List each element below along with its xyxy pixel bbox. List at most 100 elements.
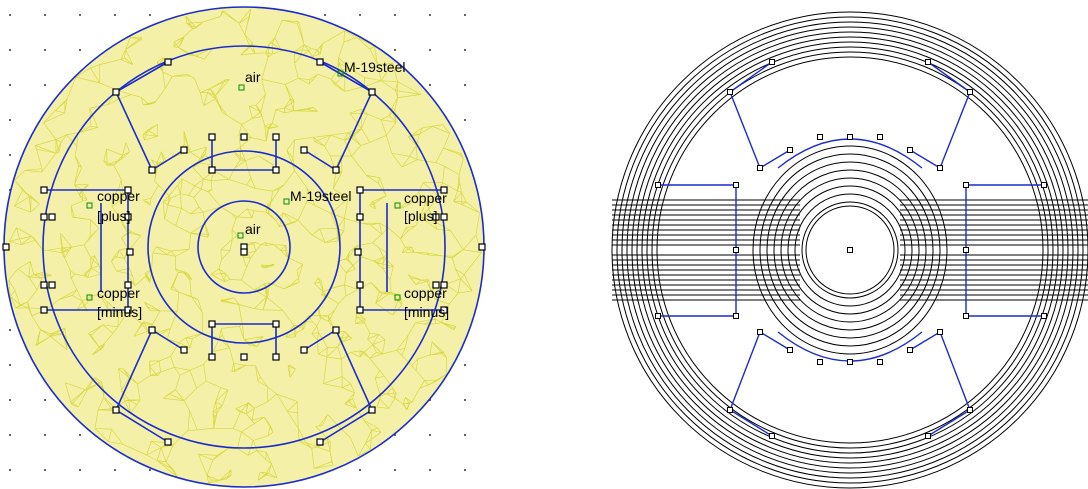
label-steel-mid: M-19steel (290, 188, 351, 204)
mesh-node (272, 166, 280, 174)
mesh-node (48, 281, 56, 289)
grid-dot (114, 14, 116, 16)
mesh-node (164, 58, 172, 66)
grid-dot (44, 399, 46, 401)
mesh-node (40, 306, 48, 314)
flux-ring (611, 11, 1088, 489)
mesh-node (40, 281, 48, 289)
grid-dot (324, 14, 326, 16)
flux-geometry-nodes (655, 59, 1047, 439)
triangle-mesh (8, 8, 482, 484)
mesh-node (240, 353, 248, 361)
grid-dot (114, 469, 116, 471)
stator-inner-boundary (100, 203, 388, 292)
mesh-nodes (2, 58, 486, 446)
stator-yoke-circle (42, 45, 446, 449)
mesh-node (356, 306, 364, 314)
geometry-node (757, 329, 763, 335)
grid-dot (394, 49, 396, 51)
mesh-node (48, 213, 56, 221)
shaft-circle (197, 200, 291, 294)
mesh-node (300, 346, 308, 354)
grid-dot (44, 84, 46, 86)
grid-dot (149, 14, 151, 16)
mesh-node (112, 406, 120, 414)
geometry-node (963, 247, 969, 253)
mesh-node (432, 281, 440, 289)
grid-dot (9, 399, 11, 401)
grid-dot (9, 154, 11, 156)
mesh-node (332, 326, 340, 334)
grid-dot (359, 14, 361, 16)
flux-rotor-ring (787, 185, 913, 315)
flux-ring (656, 56, 1044, 444)
grid-dot (9, 84, 11, 86)
mesh-node (272, 353, 280, 361)
mesh-node (208, 133, 216, 141)
mesh-node (440, 213, 448, 221)
mesh-node (180, 346, 188, 354)
stator-tooth-bottom-right (303, 328, 374, 443)
flux-ring (641, 41, 1059, 459)
label-marker (238, 84, 245, 91)
grid-dot (429, 469, 431, 471)
geometry-node (847, 247, 853, 253)
mesh-node (368, 406, 376, 414)
grid-dot (464, 49, 466, 51)
label-copper-left-minus-sub: [minus] (97, 304, 142, 320)
mesh-node (272, 133, 280, 141)
label-air-center: air (245, 221, 261, 237)
grid-dot (464, 434, 466, 436)
grid-dot (464, 469, 466, 471)
geometry-node (727, 89, 733, 95)
stator-tooth-bottom-left (114, 328, 185, 443)
flux-rotor-ring (766, 161, 934, 339)
mesh-node (240, 248, 248, 256)
label-steel-top: M-19steel (344, 59, 405, 75)
mesh-node (124, 306, 132, 314)
grid-dot (429, 14, 431, 16)
grid-dot (9, 14, 11, 16)
geometry-node (655, 182, 661, 188)
mesh-node (180, 146, 188, 154)
flux-ring (636, 36, 1064, 464)
label-copper-right-minus: copper (404, 285, 447, 301)
grid-dot (9, 329, 11, 331)
flux-ring (646, 46, 1054, 454)
geometry-node (733, 313, 739, 319)
flux-ring (631, 31, 1069, 469)
flux-rotor-ring (794, 193, 906, 307)
rotor-pole-bottom (211, 323, 277, 357)
mesh-node (272, 320, 280, 328)
mesh-node (316, 438, 324, 446)
mesh-node (126, 248, 134, 256)
mesh-node (440, 186, 448, 194)
grid-dot (464, 399, 466, 401)
stator-tooth-top-left (114, 61, 185, 172)
flux-rotor-ring (801, 201, 899, 299)
geometry-node (733, 182, 739, 188)
flux-ring (616, 16, 1084, 484)
geometry-node (925, 59, 931, 65)
geometry-node (1041, 313, 1047, 319)
mesh-node (356, 281, 364, 289)
mesh-node (240, 133, 248, 141)
rotor-pole-top (211, 137, 277, 171)
geometry-node (877, 134, 883, 140)
right-stator-tooth-bottom-right (909, 330, 971, 437)
grid-dot (464, 84, 466, 86)
label-marker (283, 198, 290, 205)
geometry-node (907, 147, 913, 153)
label-air-top: air (245, 69, 261, 85)
grid-dot (429, 434, 431, 436)
grid-dot (394, 469, 396, 471)
label-copper-left-plus-sub: [plus] (97, 208, 130, 224)
label-marker (394, 294, 401, 301)
label-copper-right-minus-sub: [minus] (404, 304, 449, 320)
label-copper-right-plus: copper (404, 190, 447, 206)
grid-dot (9, 364, 11, 366)
label-copper-left-minus: copper (97, 285, 140, 301)
mesh-node (124, 213, 132, 221)
geometry-node (877, 359, 883, 365)
